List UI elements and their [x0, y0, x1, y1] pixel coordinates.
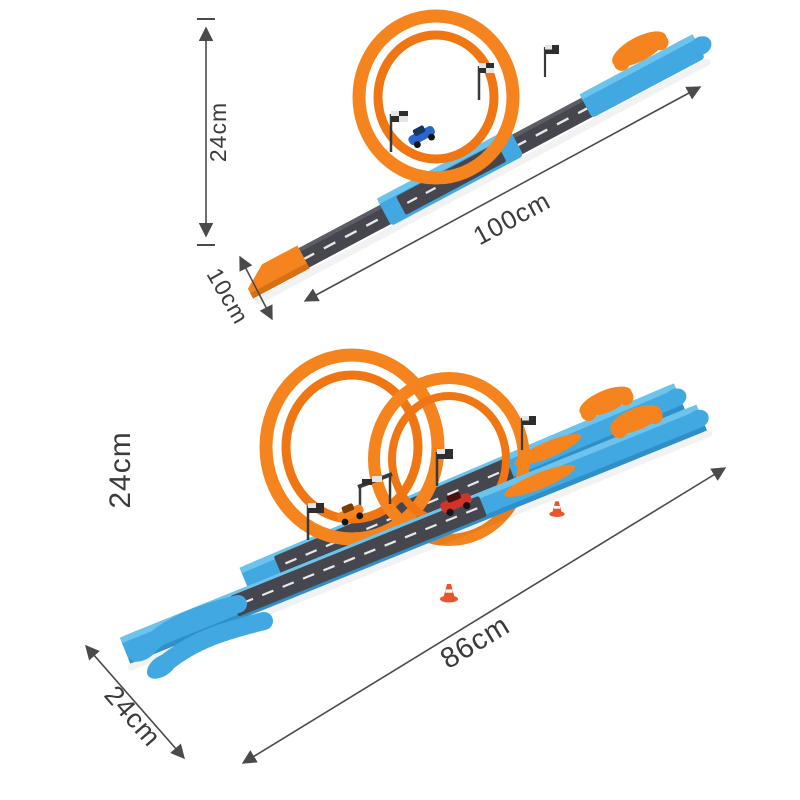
- orange-deco: [610, 405, 663, 439]
- length-dimension-line: [241, 467, 727, 764]
- single-height-label: 24cm: [205, 102, 231, 162]
- checkered-flag: [520, 416, 536, 450]
- length-dimension-line: [303, 86, 702, 302]
- orange-deco: [579, 386, 634, 421]
- checkered-flag: [543, 45, 559, 77]
- width-dimension-line: [85, 644, 185, 760]
- orange-deco: [612, 31, 669, 71]
- double-height-label: 24cm: [104, 431, 137, 508]
- width-dimension-line: [239, 255, 273, 321]
